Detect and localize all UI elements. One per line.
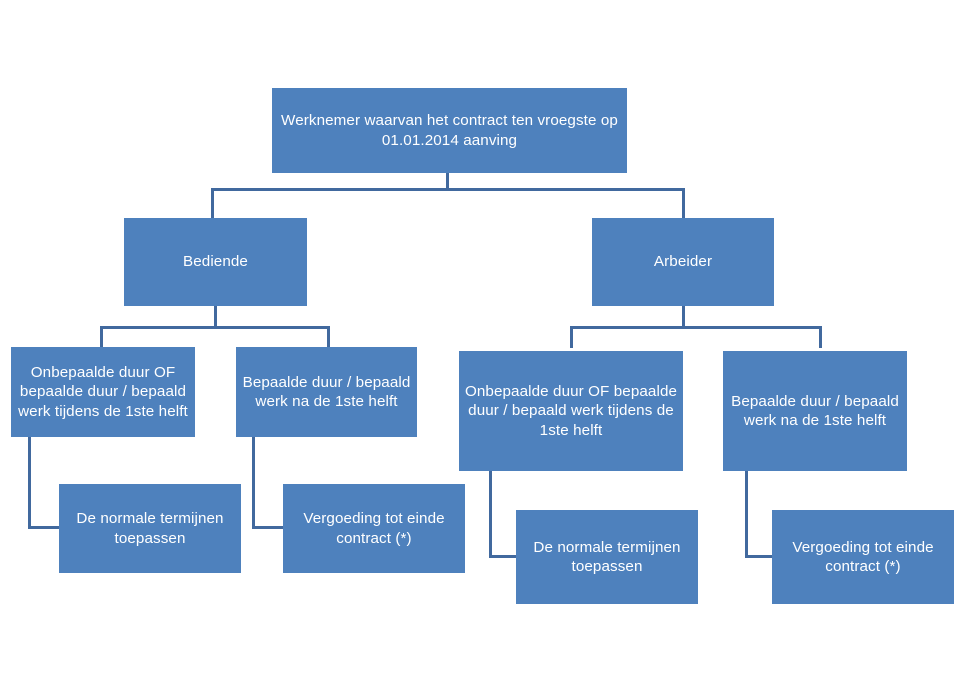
node-bediende-bepaalde-duur[interactable]: Bepaalde duur / bepaald werk na de 1ste … <box>236 347 417 437</box>
connector-elbow-3-vertical <box>489 470 492 558</box>
connector-elbow-2-vertical <box>252 436 255 529</box>
node-bediende-normale-termijnen[interactable]: De normale termijnen toepassen <box>59 484 241 573</box>
connector-bediende-to-onbepaald <box>100 326 103 348</box>
connector-arbeider-to-bepaald <box>819 326 822 348</box>
connector-arbeider-bus <box>570 326 822 329</box>
connector-arbeider-to-onbepaald <box>570 326 573 348</box>
node-arbeider-vergoeding[interactable]: Vergoeding tot einde contract (*) <box>772 510 954 604</box>
node-root[interactable]: Werknemer waarvan het contract ten vroeg… <box>272 88 627 173</box>
connector-root-to-bediende <box>211 188 214 218</box>
node-arbeider-bepaalde-duur[interactable]: Bepaalde duur / bepaald werk na de 1ste … <box>723 351 907 471</box>
node-arbeider[interactable]: Arbeider <box>592 218 774 306</box>
connector-elbow-1-vertical <box>28 436 31 529</box>
node-bediende[interactable]: Bediende <box>124 218 307 306</box>
connector-arbeider-stem <box>682 305 685 328</box>
connector-root-stem <box>446 172 449 190</box>
connector-elbow-4-horizontal <box>745 555 774 558</box>
connector-root-bus <box>211 188 685 191</box>
connector-elbow-3-horizontal <box>489 555 518 558</box>
connector-bediende-stem <box>214 305 217 328</box>
connector-elbow-1-horizontal <box>28 526 61 529</box>
node-arbeider-onbepaalde-duur[interactable]: Onbepaalde duur OF bepaalde duur / bepaa… <box>459 351 683 471</box>
node-arbeider-normale-termijnen[interactable]: De normale termijnen toepassen <box>516 510 698 604</box>
connector-elbow-4-vertical <box>745 470 748 558</box>
connector-root-to-arbeider <box>682 188 685 218</box>
node-bediende-onbepaalde-duur[interactable]: Onbepaalde duur OF bepaalde duur / bepaa… <box>11 347 195 437</box>
connector-bediende-bus <box>100 326 330 329</box>
connector-elbow-2-horizontal <box>252 526 285 529</box>
connector-bediende-to-bepaald <box>327 326 330 348</box>
node-bediende-vergoeding[interactable]: Vergoeding tot einde contract (*) <box>283 484 465 573</box>
